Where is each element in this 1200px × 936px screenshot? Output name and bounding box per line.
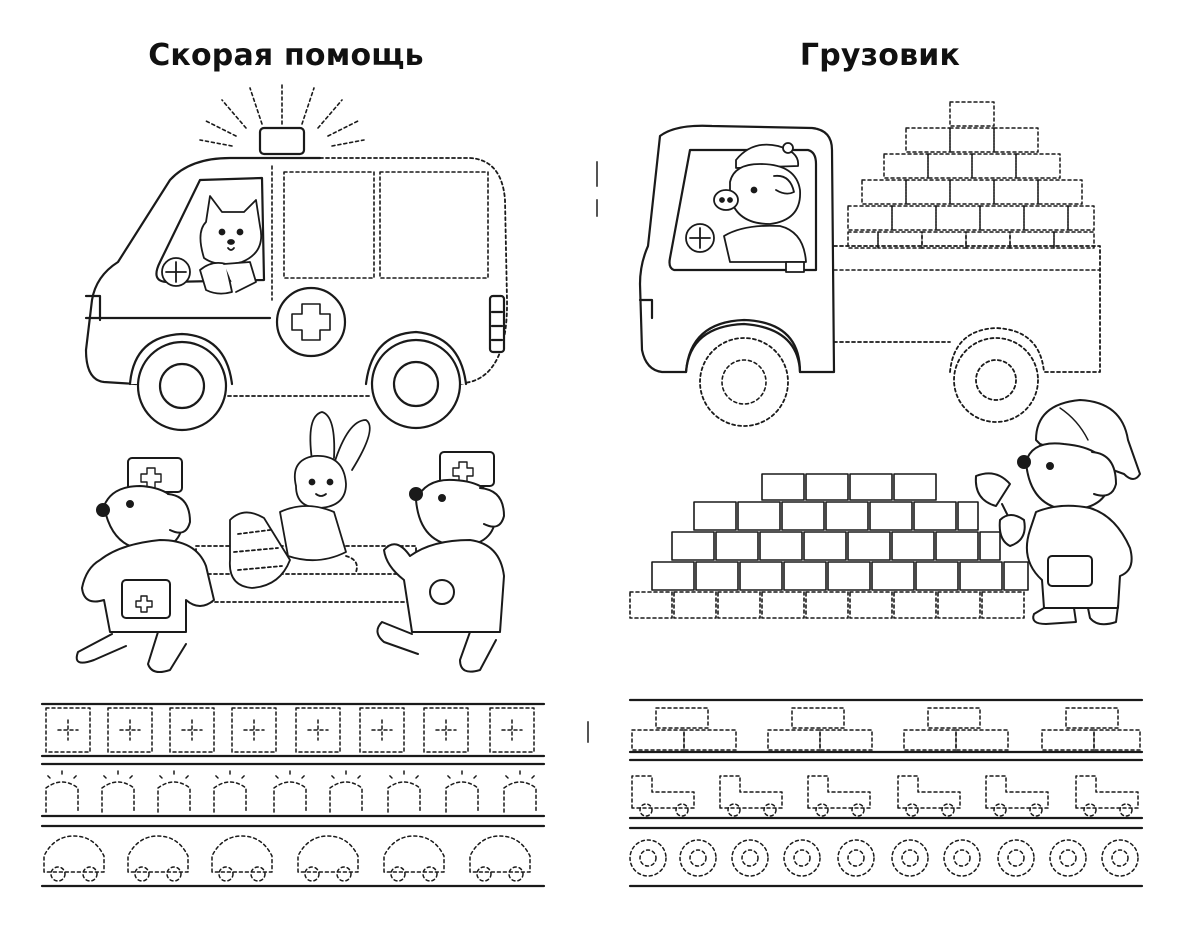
tracing-row-left-cars	[40, 824, 546, 888]
ambulance-wheel-back	[364, 330, 468, 430]
truck-wheel-front	[684, 322, 802, 427]
brick-pile	[629, 473, 1029, 619]
siren-light	[258, 126, 306, 156]
doctor-dog-with-bag	[75, 457, 215, 673]
builder-dog-with-trowel	[974, 399, 1141, 626]
red-cross-icon	[275, 286, 347, 358]
tracing-row-right-trucks	[628, 758, 1144, 820]
doctor-dog-with-stretcher	[376, 451, 505, 673]
page-title-right: Грузовик	[799, 38, 961, 73]
ambulance-wheel-front	[128, 332, 234, 432]
ambulance-illustration	[84, 83, 508, 432]
tracing-row-left-crosses	[40, 702, 546, 758]
cat-driver	[161, 195, 263, 295]
truck-wheel-back	[949, 327, 1045, 423]
siren-rays	[199, 83, 365, 147]
page-title-left: Скорая помощь	[148, 38, 424, 73]
truck-bricks	[847, 101, 1095, 249]
tracing-row-left-sirens	[40, 762, 546, 818]
pig-driver	[685, 142, 807, 273]
bunny-patient	[229, 411, 371, 589]
truck-illustration	[638, 101, 1101, 427]
tracing-row-right-bricks	[628, 698, 1144, 754]
tracing-row-right-wheels	[628, 826, 1144, 888]
book-spine	[587, 161, 598, 743]
